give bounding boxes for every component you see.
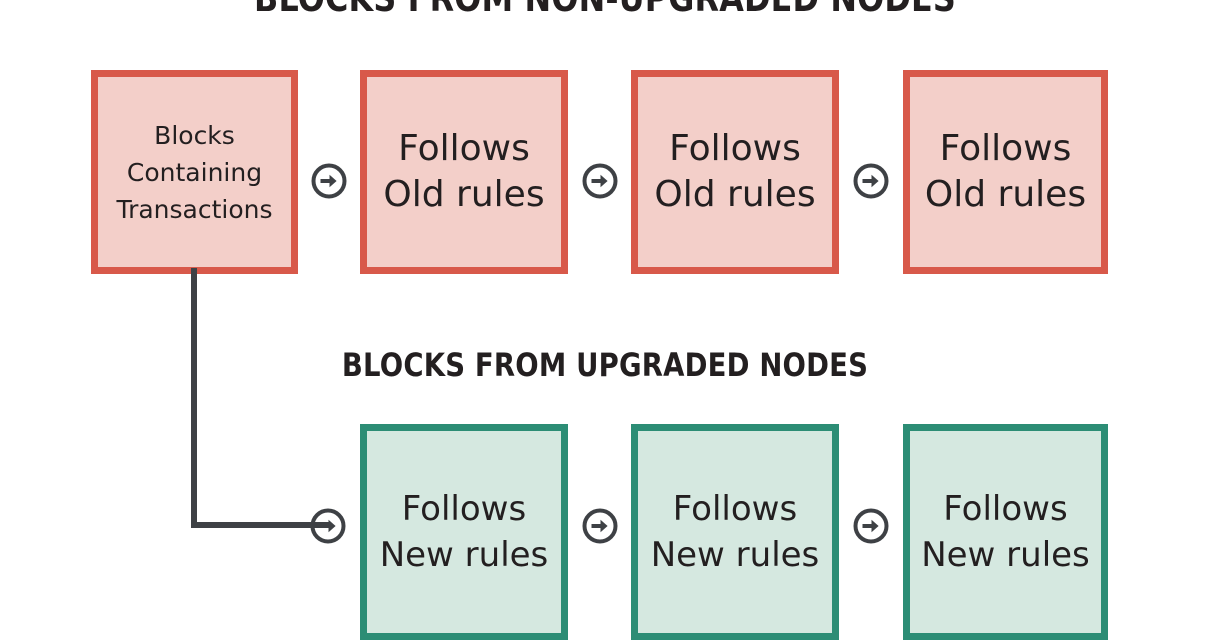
- circled-right-arrow-icon: [310, 162, 348, 200]
- block-node-new-1[interactable]: Follows New rules: [360, 424, 568, 640]
- block-node-old-1[interactable]: Follows Old rules: [360, 70, 568, 274]
- circled-right-arrow-icon: [852, 507, 890, 545]
- block-node-old-2-label: Follows Old rules: [654, 128, 816, 215]
- circled-right-arrow-icon: [581, 507, 619, 545]
- fork-connector-line: [191, 268, 330, 528]
- circled-right-arrow-icon: [581, 162, 619, 200]
- block-node-new-2-label: Follows New rules: [650, 489, 820, 575]
- block-node-old-3[interactable]: Follows Old rules: [903, 70, 1108, 274]
- section-title-non-upgraded: BLOCKS FROM NON-UPGRADED NODES: [85, 0, 1126, 21]
- block-node-old-1-label: Follows Old rules: [383, 128, 545, 215]
- block-node-new-3[interactable]: Follows New rules: [903, 424, 1108, 640]
- block-node-new-3-label: Follows New rules: [921, 489, 1090, 575]
- block-node-source[interactable]: Blocks Containing Transactions: [91, 70, 298, 274]
- section-title-upgraded: BLOCKS FROM UPGRADED NODES: [341, 346, 869, 384]
- block-node-old-2[interactable]: Follows Old rules: [631, 70, 839, 274]
- block-node-source-label: Blocks Containing Transactions: [116, 120, 273, 224]
- block-node-new-2[interactable]: Follows New rules: [631, 424, 839, 640]
- circled-right-arrow-icon: [852, 162, 890, 200]
- block-node-new-1-label: Follows New rules: [379, 489, 549, 575]
- block-node-old-3-label: Follows Old rules: [924, 128, 1087, 215]
- circled-right-arrow-icon: [309, 507, 347, 545]
